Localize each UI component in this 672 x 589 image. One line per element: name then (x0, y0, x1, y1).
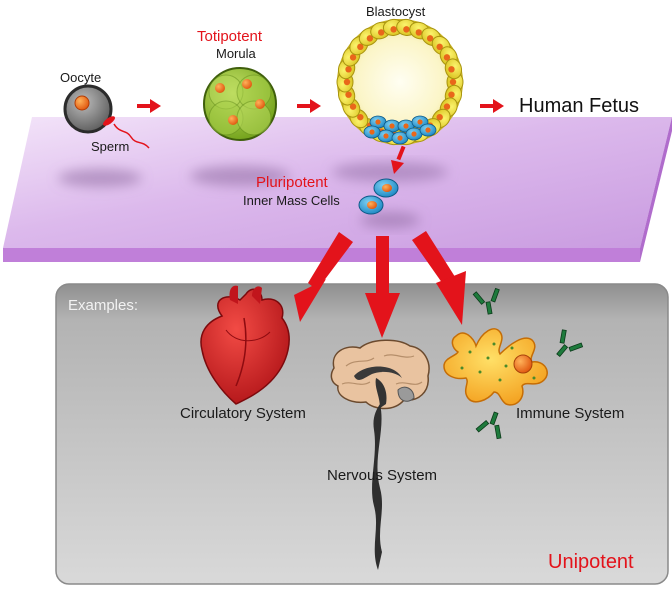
blastocyst-cell (444, 58, 463, 80)
inner-mass-cell (363, 125, 381, 139)
morula-icon (203, 67, 277, 141)
inner-mass-cells-label: Inner Mass Cells (243, 193, 340, 208)
inner-mass-cell (377, 129, 395, 143)
inner-mass-cells-icon (358, 178, 399, 215)
differentiation-arrows (294, 231, 466, 338)
nervous-system-label: Nervous System (327, 467, 438, 484)
arrow-oocyte-to-morula (137, 99, 161, 113)
totipotent-label: Totipotent (197, 28, 263, 45)
heart-icon (200, 285, 290, 405)
blastocyst-label: Blastocyst (366, 4, 426, 19)
inner-mass-cell (405, 127, 423, 141)
examples-label: Examples: (68, 297, 139, 314)
morula-label: Morula (216, 46, 256, 61)
antibody-group (472, 287, 584, 440)
platform-shadows (58, 162, 448, 228)
immune-system-label: Immune System (516, 405, 625, 422)
arrow-blastocyst-to-fetus (480, 99, 504, 113)
arrow-to-immune (412, 231, 466, 325)
pluripotent-label: Pluripotent (256, 174, 328, 191)
arrow-to-nervous (365, 236, 400, 338)
sperm-label: Sperm (91, 139, 130, 154)
antibody-icon (556, 329, 584, 358)
unipotent-label: Unipotent (548, 551, 634, 573)
inner-mass-cell (419, 123, 437, 137)
blastocyst-cell (439, 46, 458, 67)
circulatory-system-label: Circulatory System (180, 405, 306, 422)
platform (3, 117, 672, 262)
human-fetus-label: Human Fetus (519, 95, 640, 117)
arrow-to-circulatory (294, 232, 353, 322)
inner-mass-cell (391, 131, 409, 145)
arrow-to-inner-mass (391, 145, 406, 174)
oocyte-icon (63, 84, 113, 134)
sperm-icon (103, 116, 150, 149)
immune-cell-icon (443, 328, 548, 406)
arrow-morula-to-blastocyst (297, 99, 321, 113)
antibody-icon (475, 411, 502, 440)
examples-panel (55, 283, 669, 585)
oocyte-label: Oocyte (60, 70, 102, 85)
blastocyst-icon (336, 18, 464, 146)
brain-icon (330, 339, 430, 570)
progression-arrows (137, 99, 504, 174)
antibody-icon (472, 287, 500, 315)
